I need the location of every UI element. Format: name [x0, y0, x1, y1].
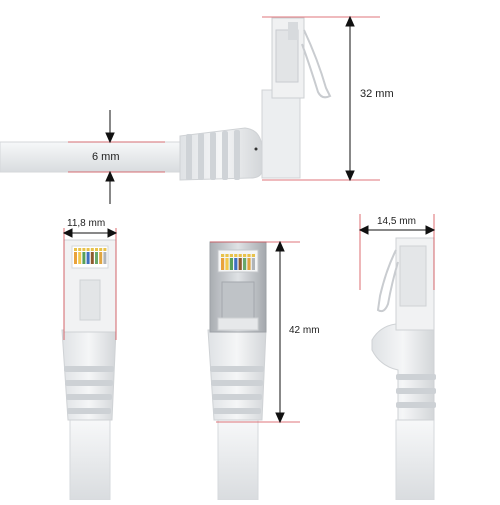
front-view-plug	[61, 239, 117, 501]
wire-contact	[90, 252, 94, 264]
gold-contact	[251, 254, 255, 257]
angled-boot	[179, 127, 263, 181]
boot-ribs	[186, 130, 240, 180]
wire-contact	[229, 258, 233, 270]
angled-connector	[0, 17, 332, 181]
latch-clip-top	[301, 29, 332, 99]
gold-contact	[225, 254, 229, 257]
wire-contact	[243, 258, 247, 270]
guide-lines-top	[68, 16, 380, 181]
gold-contact	[229, 254, 233, 257]
wire-contacts-center	[221, 254, 255, 270]
wire-contact	[234, 258, 238, 270]
dim-label-32mm: 32 mm	[360, 88, 394, 100]
dimension-arrows-side	[358, 225, 436, 235]
wire-contact	[82, 252, 86, 264]
wire-contacts-left	[74, 248, 107, 264]
wire-contact	[78, 252, 82, 264]
boot-center	[207, 329, 267, 421]
wire-contact	[251, 258, 255, 270]
gold-contact	[243, 254, 247, 257]
dim-label-42mm: 42 mm	[289, 325, 320, 336]
wire-contact	[225, 258, 229, 270]
wire-contact	[74, 252, 77, 264]
shielded-plug	[207, 241, 267, 501]
boot-front-left	[61, 329, 117, 421]
gold-contact	[103, 248, 107, 251]
guide-lines-side	[359, 214, 435, 290]
latch-clip-side	[376, 249, 399, 313]
gold-contact	[221, 254, 225, 257]
wire-contact	[238, 258, 242, 270]
gold-contact	[78, 248, 82, 251]
wire-contact	[86, 252, 90, 264]
dim-label-14-5mm: 14,5 mm	[377, 216, 416, 227]
gold-contact	[234, 254, 238, 257]
dimension-arrows-top	[105, 15, 355, 204]
dimension-arrows-front	[62, 228, 118, 238]
dimension-arrows-center	[275, 240, 285, 424]
flat-cable-center	[217, 419, 259, 501]
flat-cable-right	[395, 419, 435, 501]
gold-contact	[74, 248, 77, 251]
dim-label-11-8mm: 11,8 mm	[67, 218, 106, 229]
wire-contact	[103, 252, 107, 264]
guide-lines-front	[63, 228, 117, 340]
wire-contact	[95, 252, 98, 264]
side-view-plug	[371, 237, 436, 501]
boot-side	[371, 323, 435, 421]
dim-label-6mm: 6 mm	[92, 151, 120, 163]
gold-contact	[86, 248, 90, 251]
gold-contact	[82, 248, 86, 251]
guide-lines-center	[210, 241, 300, 423]
gold-contact	[90, 248, 94, 251]
flat-cable-left	[69, 419, 111, 501]
gold-contact	[99, 248, 103, 251]
wire-contact	[247, 258, 251, 270]
gold-contact	[95, 248, 98, 251]
wire-contact	[99, 252, 103, 264]
wire-contact	[221, 258, 225, 270]
gold-contact	[238, 254, 242, 257]
gold-contact	[247, 254, 251, 257]
angled-connector-body	[261, 89, 301, 179]
